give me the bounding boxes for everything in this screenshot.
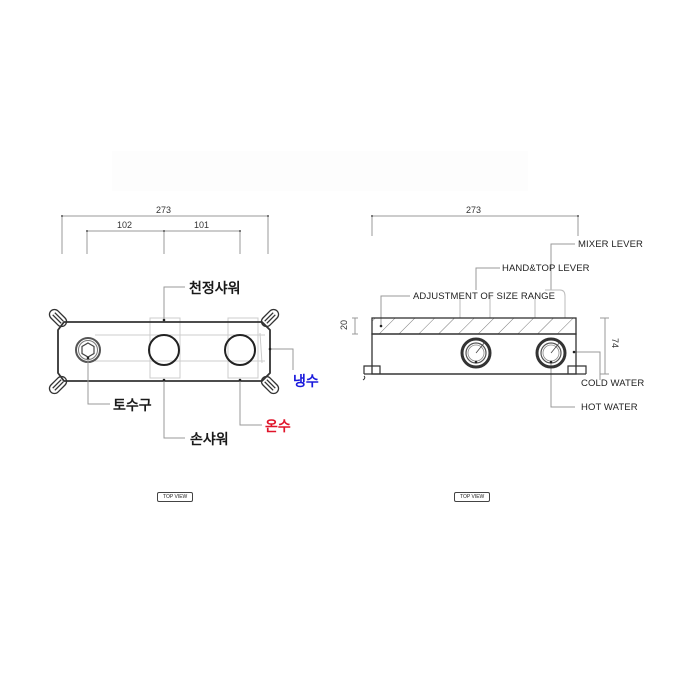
right-dimension-lines bbox=[352, 215, 609, 375]
left-body bbox=[48, 308, 280, 395]
label-hot-water-ko: 온수 bbox=[265, 419, 291, 435]
dim-overall-left: 273 bbox=[156, 205, 172, 215]
dim-height-total: 74 bbox=[610, 337, 621, 349]
label-drain: 토수구 bbox=[113, 398, 152, 414]
view-tag-left: TOP VIEW bbox=[157, 492, 194, 502]
dim-left-span: 102 bbox=[117, 220, 133, 230]
right-body bbox=[362, 317, 587, 381]
dim-right-span: 101 bbox=[194, 220, 210, 230]
left-dimension-lines bbox=[61, 215, 269, 254]
label-cold-water-ko: 냉수 bbox=[293, 374, 319, 390]
label-adjustment-range: ADJUSTMENT OF SIZE RANGE bbox=[413, 291, 556, 302]
dim-height-top: 20 bbox=[339, 319, 350, 331]
view-tag-right: TOP VIEW bbox=[454, 492, 491, 502]
dim-overall-right: 273 bbox=[466, 205, 482, 215]
label-cold-water-en: COLD WATER bbox=[581, 378, 645, 389]
label-hand-top-lever: HAND&TOP LEVER bbox=[502, 263, 590, 274]
label-mixer-lever: MIXER LEVER bbox=[578, 239, 643, 250]
label-hand-shower: 손샤워 bbox=[190, 432, 229, 448]
left-leader-lines bbox=[87, 286, 294, 439]
right-leader-lines bbox=[380, 243, 601, 408]
label-ceiling-shower: 천정샤워 bbox=[189, 281, 241, 297]
label-hot-water-en: HOT WATER bbox=[581, 402, 638, 413]
